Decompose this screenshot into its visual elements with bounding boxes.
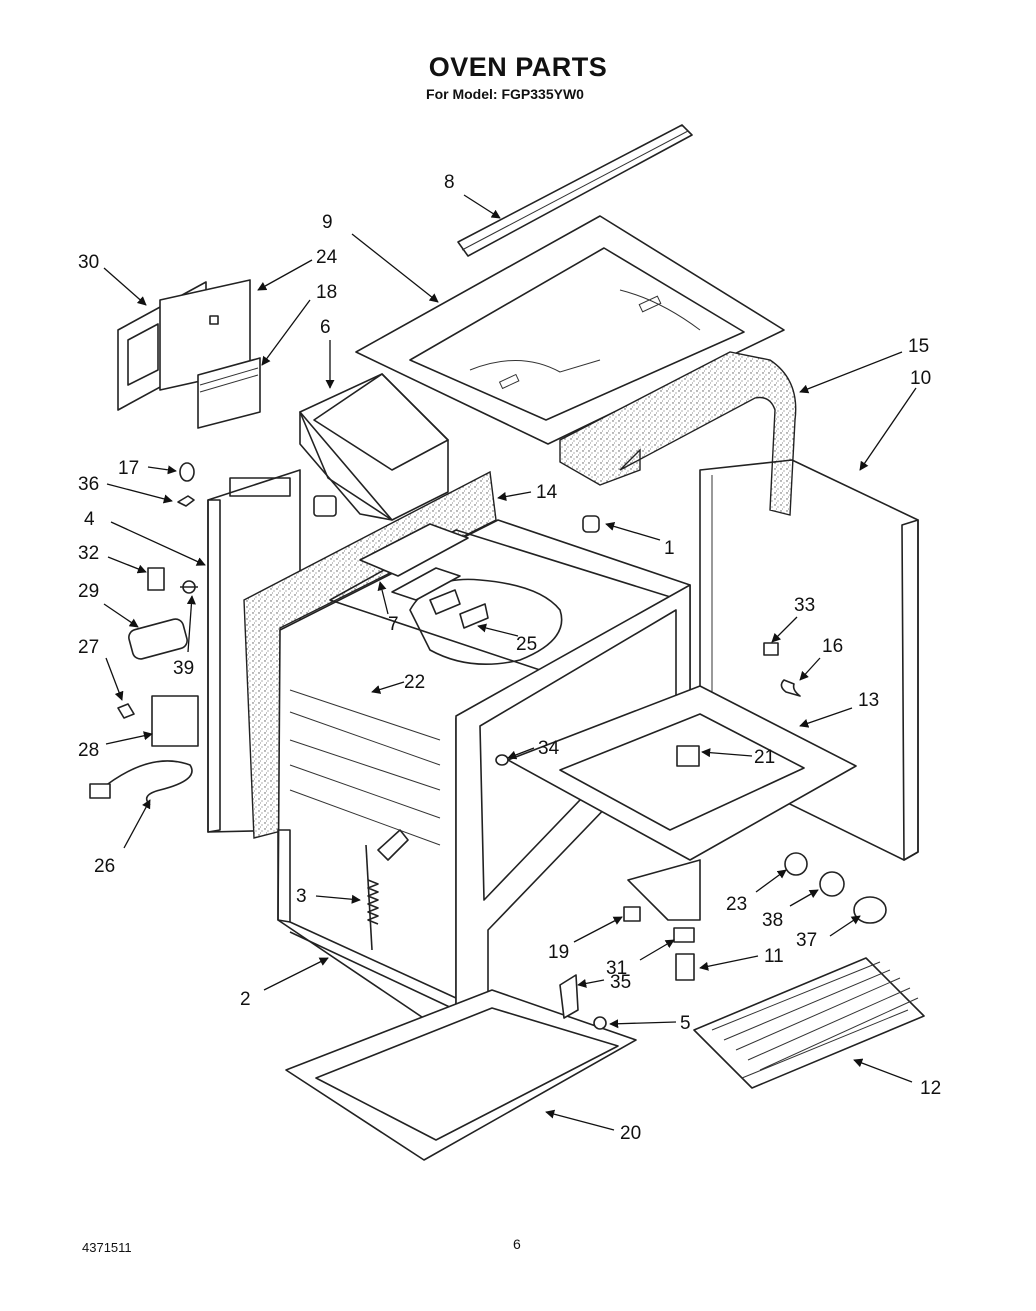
callout-27: 27 <box>78 637 99 658</box>
callout-5: 5 <box>680 1013 691 1034</box>
callout-21: 21 <box>754 747 775 768</box>
page-number: 6 <box>513 1236 521 1252</box>
callout-12: 12 <box>920 1078 941 1099</box>
part-14-front-insulation <box>243 470 497 839</box>
part-6-flue-duct <box>299 373 449 521</box>
callout-29: 29 <box>78 581 99 602</box>
callout-8: 8 <box>444 172 455 193</box>
callout-22: 22 <box>404 672 425 693</box>
callout-26: 26 <box>94 856 115 877</box>
callout-28: 28 <box>78 740 99 761</box>
callout-31: 31 <box>606 958 627 979</box>
part-3-door-spring <box>365 829 409 951</box>
leader-lines <box>103 194 917 1131</box>
part-8-top-rail <box>457 124 693 257</box>
callout-1: 1 <box>664 538 675 559</box>
callout-7: 7 <box>388 614 399 635</box>
callout-19: 19 <box>548 942 569 963</box>
small-parts-right <box>495 515 887 1030</box>
part-21-clip <box>676 745 700 767</box>
callout-9: 9 <box>322 212 333 233</box>
callout-36: 36 <box>78 474 99 495</box>
callout-10: 10 <box>910 368 931 389</box>
callout-11: 11 <box>764 946 784 967</box>
callout-6: 6 <box>320 317 331 338</box>
callout-32: 32 <box>78 543 99 564</box>
callout-3: 3 <box>296 886 307 907</box>
callout-38: 38 <box>762 910 783 931</box>
callout-24: 24 <box>316 247 338 268</box>
part-15-top-insulation <box>559 351 797 516</box>
page-title: OVEN PARTS <box>428 52 608 82</box>
callout-13: 13 <box>858 690 879 711</box>
callout-37: 37 <box>796 930 817 951</box>
callout-2: 2 <box>240 989 251 1010</box>
callout-34: 34 <box>538 738 560 759</box>
part-7-vent <box>359 523 469 601</box>
callout-30: 30 <box>78 252 99 273</box>
parts-30-24-18-control-housing <box>117 279 261 429</box>
document-number: 4371511 <box>82 1240 132 1255</box>
part-9-top-frame <box>355 215 785 445</box>
callout-33: 33 <box>794 595 815 616</box>
callout-39: 39 <box>173 658 194 679</box>
callout-35: 35 <box>610 972 631 993</box>
part-12-oven-rack <box>693 957 925 1089</box>
callout-15: 15 <box>908 336 929 357</box>
model-subtitle: For Model: FGP335YW0 <box>426 86 584 102</box>
callout-14: 14 <box>536 482 558 503</box>
callout-17: 17 <box>118 458 139 479</box>
part-2-lower-front-frame <box>277 829 457 1011</box>
callout-20: 20 <box>620 1123 641 1144</box>
small-parts-left <box>89 462 199 806</box>
part-25-baffle <box>429 589 489 629</box>
part-20-bottom-panel <box>285 989 637 1161</box>
callout-4: 4 <box>84 509 95 530</box>
callout-16: 16 <box>822 636 843 657</box>
callout-23: 23 <box>726 894 747 915</box>
callout-25: 25 <box>516 634 537 655</box>
callout-labels: 8 9 30 24 18 6 15 10 17 36 14 4 1 32 29 … <box>78 172 941 1144</box>
callout-18: 18 <box>316 282 337 303</box>
part-13-oven-bottom <box>507 685 857 921</box>
